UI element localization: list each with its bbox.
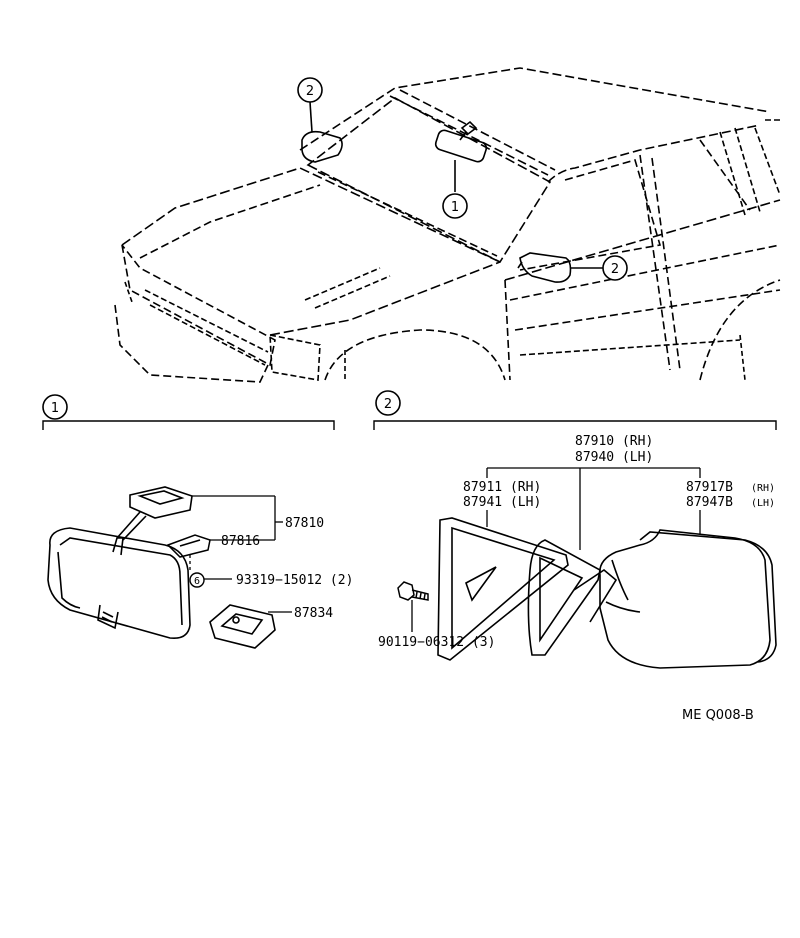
interior-mirror-location — [434, 120, 488, 192]
section-2-leaders — [411, 467, 701, 632]
mirror-glass-87911-drawing — [437, 517, 569, 661]
mirror-assembly-87917b-drawing — [599, 529, 777, 669]
section-2-header: 2 — [373, 390, 777, 430]
section-1-header: 1 — [42, 394, 335, 430]
vehicle-outline — [114, 67, 782, 383]
part-87816: 87816 — [221, 534, 260, 549]
right-outer-mirror-location — [517, 252, 603, 283]
part-87910: 87910 (RH) — [575, 434, 653, 449]
part-87834: 87834 — [294, 606, 333, 621]
screw-90119-drawing — [397, 581, 429, 601]
callout-1-top: 1 — [442, 193, 468, 219]
callout-2-door: 2 — [602, 255, 628, 281]
marker-6-label: 6 — [194, 576, 200, 587]
left-outer-mirror-location — [301, 101, 343, 163]
svg-text:1: 1 — [451, 200, 459, 215]
part-87917b: 87917B — [686, 480, 733, 495]
mirror-base-87910-drawing — [527, 539, 618, 656]
part-87941: 87941 (LH) — [463, 495, 541, 510]
part-93319: 93319−15012 (2) — [236, 573, 353, 588]
part-87947b: 87947B — [686, 495, 733, 510]
marker-6 — [189, 572, 205, 588]
inner-mirror-drawing — [47, 486, 193, 640]
part-87810: 87810 — [285, 516, 324, 531]
svg-text:2: 2 — [384, 397, 392, 412]
cover-87834-drawing — [209, 604, 276, 649]
part-87947b-side: (LH) — [751, 498, 775, 509]
svg-text:2: 2 — [306, 84, 314, 99]
clip-87816-drawing — [166, 534, 211, 558]
diagram-code: ME Q008-B — [682, 708, 754, 723]
part-87917b-side: (RH) — [751, 483, 775, 494]
svg-text:1: 1 — [51, 401, 59, 416]
section-1-leaders — [189, 495, 292, 613]
part-87940: 87940 (LH) — [575, 450, 653, 465]
part-87911: 87911 (RH) — [463, 480, 541, 495]
svg-text:2: 2 — [611, 262, 619, 277]
callout-2-top: 2 — [297, 77, 323, 103]
